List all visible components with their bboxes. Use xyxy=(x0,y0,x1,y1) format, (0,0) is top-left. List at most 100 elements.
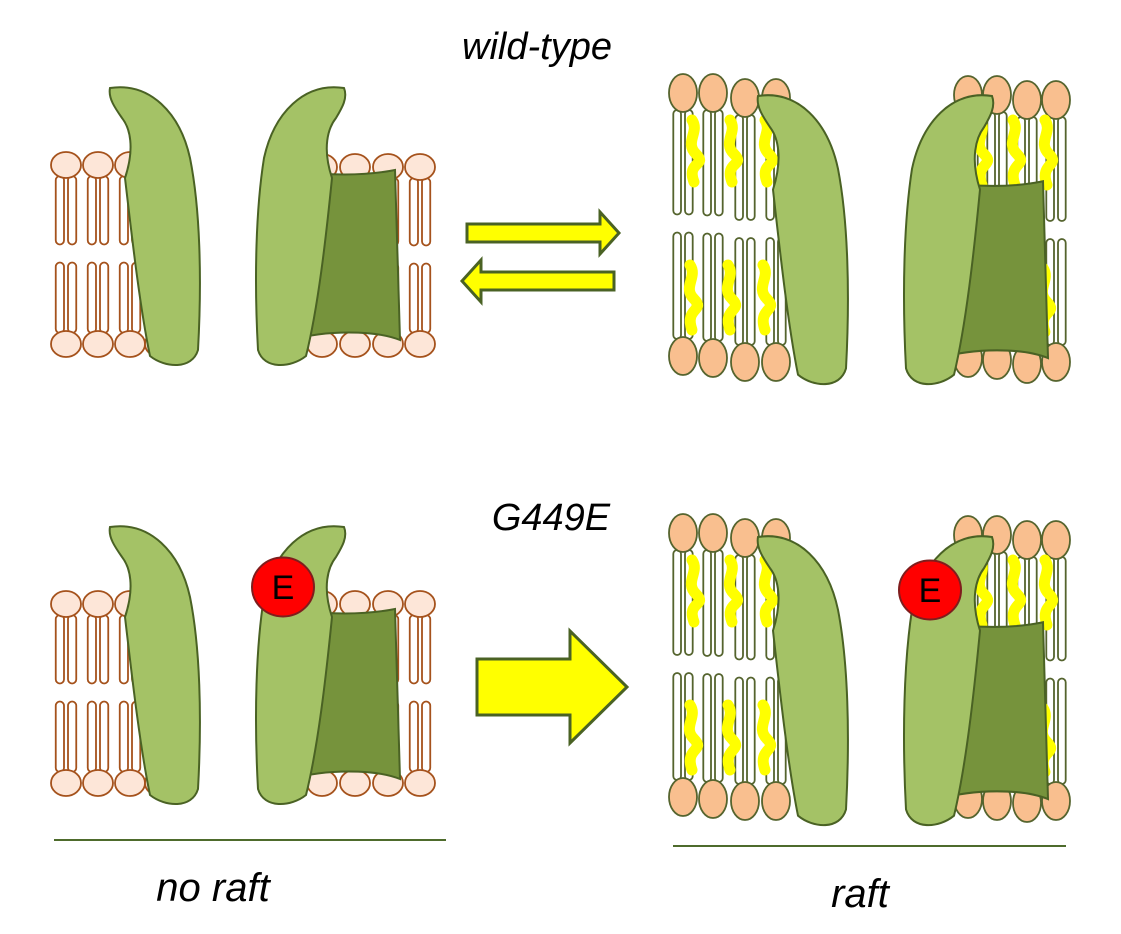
lipid-head xyxy=(1041,781,1071,821)
ion-channel-icon xyxy=(756,94,1050,386)
channel-subunit-left xyxy=(756,535,849,827)
lipid-tail xyxy=(1057,677,1067,785)
cholesterol-icon xyxy=(685,554,706,628)
lipid-head xyxy=(50,151,82,179)
cholesterol-icon xyxy=(685,114,706,188)
lipid-head xyxy=(1041,80,1071,120)
residue-label: E xyxy=(272,569,295,607)
lipid-tail xyxy=(99,261,110,334)
raft-caption: raft xyxy=(831,872,889,916)
lipid-head xyxy=(404,330,436,358)
reverse-arrow xyxy=(459,256,616,306)
lipid-tail xyxy=(86,614,97,685)
raft-baseline xyxy=(673,845,1066,847)
lipid-tail xyxy=(408,262,419,334)
lipid-head xyxy=(698,73,728,113)
lipid-tail xyxy=(734,676,744,785)
cholesterol-icon xyxy=(758,114,779,188)
cholesterol-icon xyxy=(1006,554,1027,631)
lipid-tail xyxy=(54,614,65,685)
lipid-head xyxy=(114,330,146,358)
forward-arrow xyxy=(465,208,622,258)
lipid-molecule xyxy=(698,73,728,378)
wild-type-no-raft-panel xyxy=(50,86,436,367)
lipid-head xyxy=(114,769,146,797)
lipid-head xyxy=(50,769,82,797)
no-raft-baseline xyxy=(54,839,446,841)
lipid-head xyxy=(1041,520,1071,560)
lipid-head xyxy=(50,330,82,358)
lipid-molecule xyxy=(82,590,114,797)
lipid-tail xyxy=(408,177,419,247)
lipid-tail xyxy=(67,614,78,685)
lipid-head xyxy=(730,781,760,821)
cholesterol-icon xyxy=(723,114,744,188)
lipid-tail xyxy=(54,175,65,246)
residue-circle xyxy=(251,556,315,618)
cholesterol-icon xyxy=(1038,554,1059,631)
lipid-head xyxy=(404,590,436,618)
lipid-tail xyxy=(714,549,724,657)
lipid-tail xyxy=(99,614,110,685)
cholesterol-icon xyxy=(758,554,779,628)
glutamate-residue-icon: E xyxy=(251,556,315,618)
lipid-head xyxy=(668,513,698,553)
lipid-head xyxy=(339,330,371,358)
lipid-tail xyxy=(118,700,129,773)
g449e-raft-panel: E xyxy=(668,513,1071,827)
lipid-head xyxy=(82,151,114,179)
lipid-tail xyxy=(702,673,712,783)
lipid-tail xyxy=(714,673,724,783)
cholesterol-icon xyxy=(721,699,742,776)
lipid-head xyxy=(761,342,791,382)
cholesterol-icon xyxy=(1006,114,1027,191)
lipid-tail xyxy=(1057,556,1067,662)
channel-subunit-right xyxy=(255,86,347,367)
lipid-molecule xyxy=(668,73,698,376)
lipid-head xyxy=(82,590,114,618)
cholesterol-icon xyxy=(756,259,777,336)
lipid-head xyxy=(82,769,114,797)
channel-subunit-left xyxy=(108,86,201,367)
lipid-tail xyxy=(672,109,682,216)
lipid-head xyxy=(698,513,728,553)
cholesterol-icon xyxy=(1038,114,1059,191)
lipid-head xyxy=(761,781,791,821)
channel-subunit-left xyxy=(756,94,849,386)
lipid-tail xyxy=(421,614,432,685)
lipid-tail xyxy=(746,237,756,346)
lipid-molecule xyxy=(82,151,114,358)
ion-channel-icon xyxy=(108,525,402,806)
lipid-molecule xyxy=(1041,520,1071,821)
lipid-tail xyxy=(746,554,756,661)
glutamate-residue-icon: E xyxy=(898,559,962,621)
lipid-tail xyxy=(746,114,756,221)
cholesterol-icon xyxy=(756,699,777,776)
lipid-tail xyxy=(118,261,129,334)
lipid-tail xyxy=(672,231,682,340)
lipid-head xyxy=(1012,520,1042,560)
cholesterol-icon xyxy=(683,699,704,776)
lipid-tail xyxy=(746,676,756,785)
lipid-head xyxy=(730,342,760,382)
lipid-molecule xyxy=(698,513,728,819)
lipid-tail xyxy=(99,700,110,773)
lipid-molecule xyxy=(404,153,436,358)
residue-label: E xyxy=(919,572,942,610)
cholesterol-icon xyxy=(721,259,742,336)
g449e-label: G449E xyxy=(491,497,611,539)
lipid-head xyxy=(1041,342,1071,382)
lipid-tail xyxy=(86,175,97,246)
lipid-head xyxy=(404,153,436,181)
lipid-head xyxy=(668,73,698,113)
lipid-head xyxy=(668,336,698,376)
lipid-tail xyxy=(86,700,97,773)
lipid-head xyxy=(339,769,371,797)
lipid-head xyxy=(698,779,728,819)
lipid-tail xyxy=(421,177,432,247)
lipid-head xyxy=(730,78,760,118)
lipid-head xyxy=(82,330,114,358)
cholesterol-icon xyxy=(683,259,704,336)
lipid-tail xyxy=(54,700,65,773)
